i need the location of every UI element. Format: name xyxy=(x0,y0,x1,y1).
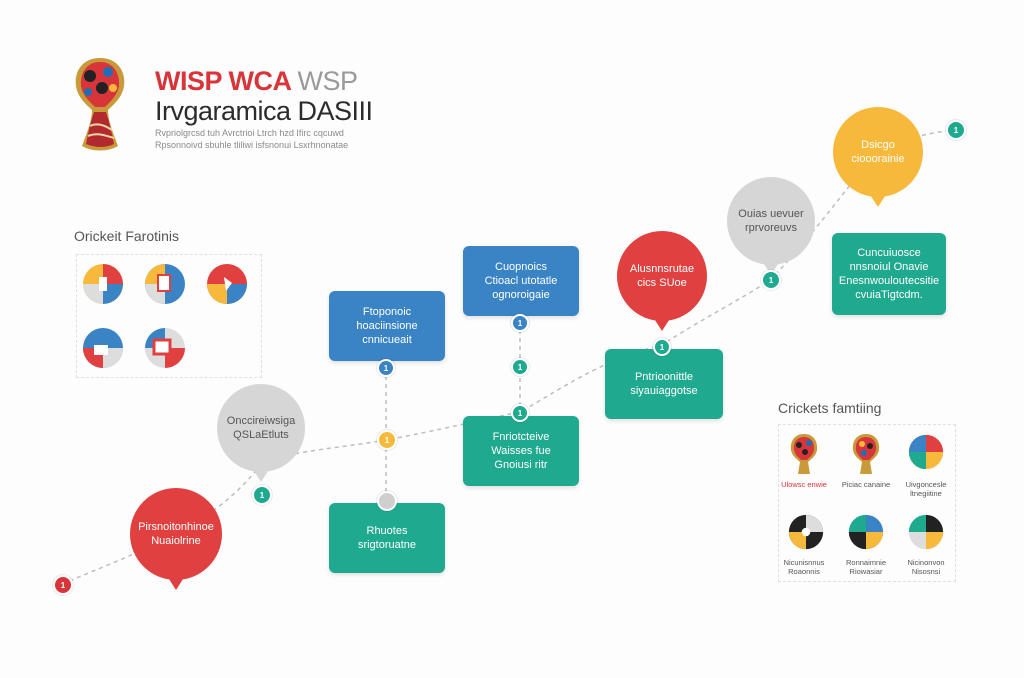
team-emblem-3-icon[interactable] xyxy=(206,263,248,305)
flow-bubble-1[interactable]: Pirsnoitonhinoe Nuaiolrine xyxy=(130,488,222,590)
flow-bubble-5[interactable]: Dsicgo ciooorainie xyxy=(833,107,923,207)
flow-bubble-5-text: Dsicgo ciooorainie xyxy=(851,139,905,165)
team-label-5: Ronnaimnie Riowasiar xyxy=(845,558,887,576)
flow-node-4[interactable] xyxy=(377,491,397,511)
team-label-6: Nicinonvon Nisosnsi xyxy=(907,558,945,576)
flow-step-box-1-text: Ftoponoic hoaciinsione cnnicueait xyxy=(356,306,418,346)
flow-node-11[interactable]: 1 xyxy=(946,120,966,140)
flow-step-box-4[interactable]: Fnriotcteive Waisses fue Gnoiusi ritr xyxy=(463,416,579,486)
flow-node-9[interactable]: 1 xyxy=(653,338,671,356)
flow-bubble-3[interactable]: Alusnnsrutae cics SUoe xyxy=(617,231,707,331)
title-primary: WISP WCA xyxy=(155,66,291,96)
flow-node-2[interactable]: 1 xyxy=(252,485,272,505)
flow-node-3[interactable]: 1 xyxy=(377,430,397,450)
flow-bubble-1-text: Pirsnoitonhinoe Nuaiolrine xyxy=(138,521,214,547)
flow-bubble-4[interactable]: Ouias uevuer rprvoreuvs xyxy=(727,177,815,275)
flow-step-box-4-text: Fnriotcteive Waisses fue Gnoiusi ritr xyxy=(491,431,551,471)
flow-node-6[interactable]: 1 xyxy=(511,314,529,332)
subtitle-line-1: Rvpriolgrcsd tuh Avrctrioi Ltrch hzd Ifi… xyxy=(155,128,344,138)
flow-node-10[interactable]: 1 xyxy=(761,270,781,290)
left-swatch-grid xyxy=(76,254,262,378)
flow-bubble-4-text: Ouias uevuer rprvoreuvs xyxy=(738,208,804,234)
flow-bubble-2-text: Onccireiwsiga QSLaEtluts xyxy=(226,415,296,441)
right-section-heading: Crickets famtiing xyxy=(778,400,882,416)
team-emblem-4-icon[interactable] xyxy=(82,327,124,369)
color-wheel-emblem-1-icon[interactable] xyxy=(908,434,944,470)
flow-node-5[interactable]: 1 xyxy=(377,359,395,377)
right-emblem-grid xyxy=(778,424,956,582)
flow-step-box-2[interactable]: Cuopnoics Ctioacl utotatle ognoroigaie xyxy=(463,246,579,316)
title-secondary: WSP xyxy=(297,66,359,96)
team-label-2: Piciac canaine xyxy=(841,480,891,489)
flow-step-box-3-text: Rhuotes srigtoruatne xyxy=(357,525,417,551)
color-wheel-emblem-2-icon[interactable] xyxy=(788,514,824,550)
team-emblem-1-icon[interactable] xyxy=(82,263,124,305)
flow-step-box-1[interactable]: Ftoponoic hoaciinsione cnnicueait xyxy=(329,291,445,361)
team-emblem-5-icon[interactable] xyxy=(144,327,186,369)
team-label-4: Nicunisnnus Roaonnis xyxy=(783,558,825,576)
trophy-emblem-1-icon[interactable] xyxy=(788,432,820,476)
app-title: WISP WCA WSP xyxy=(155,66,358,97)
left-section-heading: Orickeit Farotinis xyxy=(74,228,180,244)
flow-node-1[interactable]: 1 xyxy=(53,575,73,595)
flow-bubble-3-text: Alusnnsrutae cics SUoe xyxy=(629,263,695,289)
team-emblem-2-icon[interactable] xyxy=(144,263,186,305)
team-label-3: Uivgoncesle ltnegiitine xyxy=(905,480,947,498)
page-title: Irvgaramica DASIII xyxy=(155,96,373,126)
color-wheel-emblem-3-icon[interactable] xyxy=(848,514,884,550)
trophy-logo-icon xyxy=(75,58,125,151)
color-wheel-emblem-4-icon[interactable] xyxy=(908,514,944,550)
trophy-emblem-2-icon[interactable] xyxy=(850,432,882,476)
flow-step-box-5-text: Pntrioonittle siyauiaggotse xyxy=(630,371,698,397)
flow-step-box-6-text: Cuncuiuosce nnsnoiul Onavie Enesnwoulout… xyxy=(838,247,940,301)
team-label-1: Ulowsc enwie xyxy=(781,480,827,489)
subtitle-line-2: Rpsonnoivd sbuhle tliliwi isfsnonui Lsxr… xyxy=(155,140,349,150)
flow-step-box-6[interactable]: Cuncuiuosce nnsnoiul Onavie Enesnwoulout… xyxy=(832,233,946,315)
flow-node-7[interactable]: 1 xyxy=(511,358,529,376)
flow-step-box-5[interactable]: Pntrioonittle siyauiaggotse xyxy=(605,349,723,419)
flow-step-box-2-text: Cuopnoics Ctioacl utotatle ognoroigaie xyxy=(484,261,558,301)
flow-node-8[interactable]: 1 xyxy=(511,404,529,422)
flow-step-box-3[interactable]: Rhuotes srigtoruatne xyxy=(329,503,445,573)
flow-bubble-2[interactable]: Onccireiwsiga QSLaEtluts xyxy=(217,384,305,482)
